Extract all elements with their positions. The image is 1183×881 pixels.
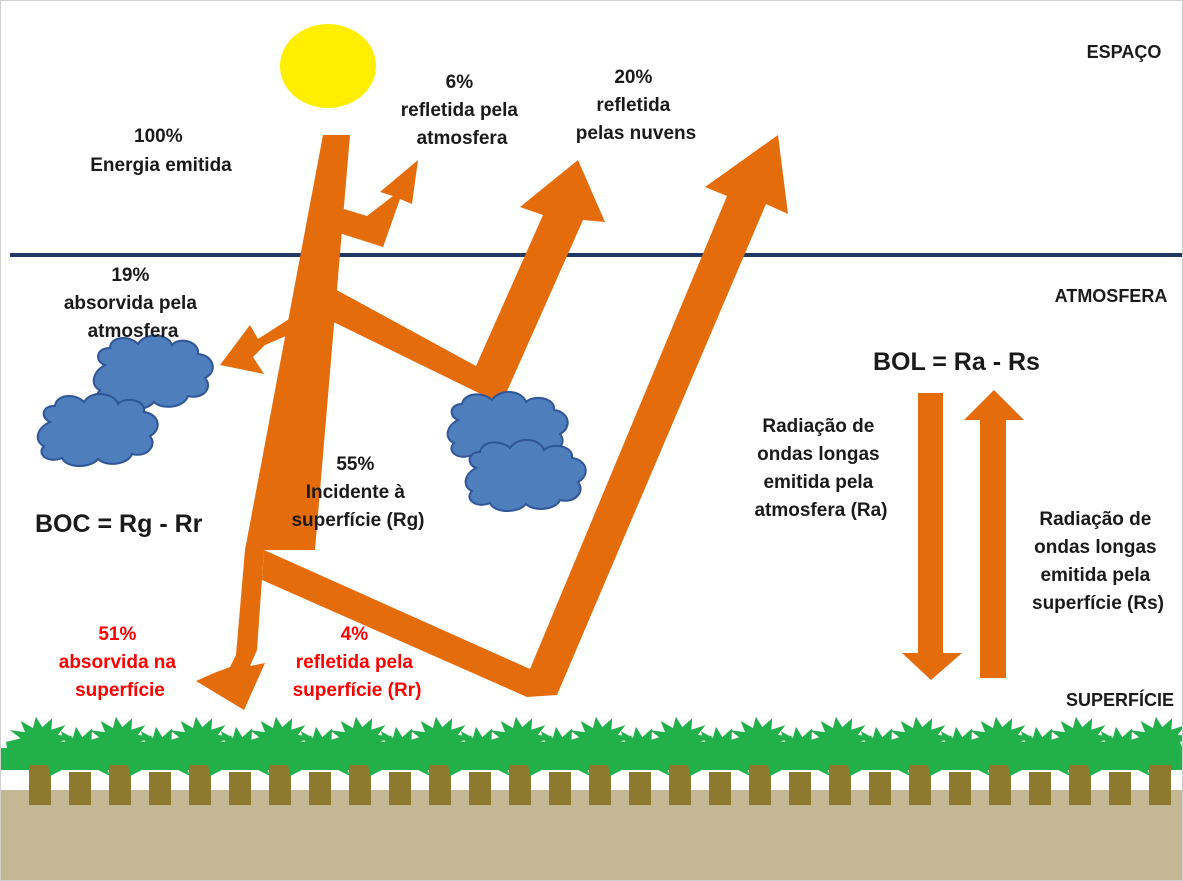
label-reflected-by-clouds: 20% refletida pelas nuvens: [576, 67, 696, 144]
atmosphere-longwave-arrow: [902, 393, 962, 680]
palm-trunk: [1069, 765, 1091, 805]
label-absorbed-by-surface: 51% absorvida na superfície: [59, 624, 182, 701]
palm-trunk: [189, 765, 211, 805]
palm-canopy: [366, 726, 433, 776]
atmosphere-absorption-arrow: [220, 312, 300, 374]
palm-trunk: [1109, 772, 1131, 805]
cloud-reflection-arrow: [313, 160, 605, 398]
palm-tree-icon: [926, 726, 993, 805]
palm-canopy: [606, 726, 673, 776]
palm-canopy: [526, 726, 593, 776]
palm-canopy: [846, 726, 913, 776]
palm-canopy: [126, 726, 193, 776]
equation-bol: BOL = Ra - Rs: [873, 348, 1040, 376]
palm-trunk: [149, 772, 171, 805]
palm-tree-row: [0, 716, 1183, 805]
shortwave-arrows: [196, 135, 1024, 710]
palm-trunk: [429, 765, 451, 805]
palm-trunk: [709, 772, 731, 805]
palm-trunk: [229, 772, 251, 805]
palm-trunk: [269, 765, 291, 805]
cloud-icon: [36, 393, 159, 467]
palm-tree-icon: [206, 726, 273, 805]
layer-label-space: ESPAÇO: [1087, 42, 1162, 62]
palm-trunk: [949, 772, 971, 805]
palm-tree-icon: [366, 726, 433, 805]
palm-canopy: [206, 726, 273, 776]
atmosphere-reflection-arrow: [334, 160, 418, 247]
label-reflected-by-atmosphere: 6% refletida pela atmosfera: [401, 72, 524, 149]
palm-canopy: [766, 726, 833, 776]
palm-trunk: [629, 772, 651, 805]
palm-canopy: [286, 726, 353, 776]
palm-tree-icon: [1086, 726, 1153, 805]
cloud-icon: [464, 439, 587, 512]
palm-tree-icon: [606, 726, 673, 805]
layer-label-atmosphere: ATMOSFERA: [1055, 286, 1168, 306]
palm-trunk: [1029, 772, 1051, 805]
palm-trunk: [29, 765, 51, 805]
label-reflected-by-surface: 4% refletida pela superfície (Rr): [293, 624, 422, 701]
palm-canopy: [1006, 726, 1073, 776]
palm-trunk: [349, 765, 371, 805]
palm-trunk: [469, 772, 491, 805]
palm-trunk: [69, 772, 91, 805]
surface-reflection-arrow: [262, 135, 788, 697]
palm-canopy: [686, 726, 753, 776]
ground: [0, 790, 1183, 881]
palm-trunk: [989, 765, 1011, 805]
palm-tree-icon: [526, 726, 593, 805]
palm-trunk: [869, 772, 891, 805]
palm-canopy: [1086, 726, 1153, 776]
label-incident-surface: 55% Incidente à superfície (Rg): [291, 454, 424, 531]
palm-tree-icon: [686, 726, 753, 805]
palm-trunk: [589, 765, 611, 805]
palm-tree-icon: [846, 726, 913, 805]
palm-trunk: [309, 772, 331, 805]
palm-trunk: [749, 765, 771, 805]
palm-tree-icon: [46, 726, 113, 805]
label-energy-emitted: 100% Energia emitida: [90, 126, 232, 176]
palm-trunk: [549, 772, 571, 805]
label-longwave-surface: Radiação de ondas longas emitida pela su…: [1032, 509, 1164, 614]
palm-trunk: [389, 772, 411, 805]
palm-tree-icon: [126, 726, 193, 805]
palm-trunk: [1149, 765, 1171, 805]
palm-tree-icon: [766, 726, 833, 805]
label-longwave-atmosphere: Radiação de ondas longas emitida pela at…: [754, 416, 887, 521]
palm-tree-icon: [1006, 726, 1073, 805]
palm-trunk: [909, 765, 931, 805]
equation-boc: BOC = Rg - Rr: [35, 510, 203, 538]
layer-label-surface: SUPERFÍCIE: [1066, 689, 1174, 710]
palm-canopy: [1126, 716, 1183, 766]
palm-trunk: [789, 772, 811, 805]
palm-tree-icon: [1126, 716, 1183, 805]
palm-trunk: [509, 765, 531, 805]
palm-trunk: [829, 765, 851, 805]
palm-trunk: [669, 765, 691, 805]
palm-trunk: [109, 765, 131, 805]
label-absorbed-by-atmosphere: 19% absorvida pela atmosfera: [64, 265, 202, 342]
sun-icon: [280, 24, 376, 108]
palm-canopy: [46, 726, 113, 776]
palm-canopy: [926, 726, 993, 776]
palm-canopy: [446, 726, 513, 776]
palm-tree-icon: [286, 726, 353, 805]
surface-longwave-arrow: [964, 390, 1024, 678]
palm-tree-icon: [446, 726, 513, 805]
incoming-solar-arrow: [196, 135, 350, 710]
